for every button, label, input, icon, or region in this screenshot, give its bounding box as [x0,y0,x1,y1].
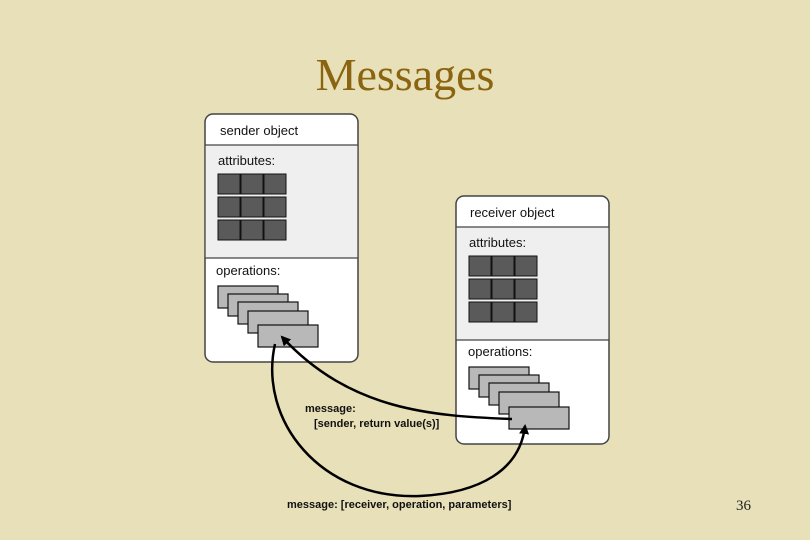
receiver-object-header: receiver object [470,205,555,220]
sender-operations-label: operations: [216,263,280,278]
sender-attributes-label: attributes: [218,153,275,168]
return-message-arrow [280,335,513,421]
receiver-attribute-grid [468,255,538,323]
sender-object: sender object attributes: operations: [204,113,359,363]
receiver-operation-stack [468,366,570,430]
receiver-attributes-label: attributes: [469,235,526,250]
return-message-label-line1: message: [305,403,356,415]
return-message-label-line2: [sender, return value(s)] [314,418,440,430]
sender-attribute-grid [217,173,287,241]
receiver-operations-label: operations: [468,344,532,359]
receiver-object: receiver object attributes: operations: [455,195,610,445]
page-number: 36 [736,498,751,514]
request-message-label: message: [receiver, operation, parameter… [287,499,512,511]
sender-object-header: sender object [220,123,298,138]
request-message-arrow [270,343,530,498]
slide-title: Messages [315,49,495,100]
